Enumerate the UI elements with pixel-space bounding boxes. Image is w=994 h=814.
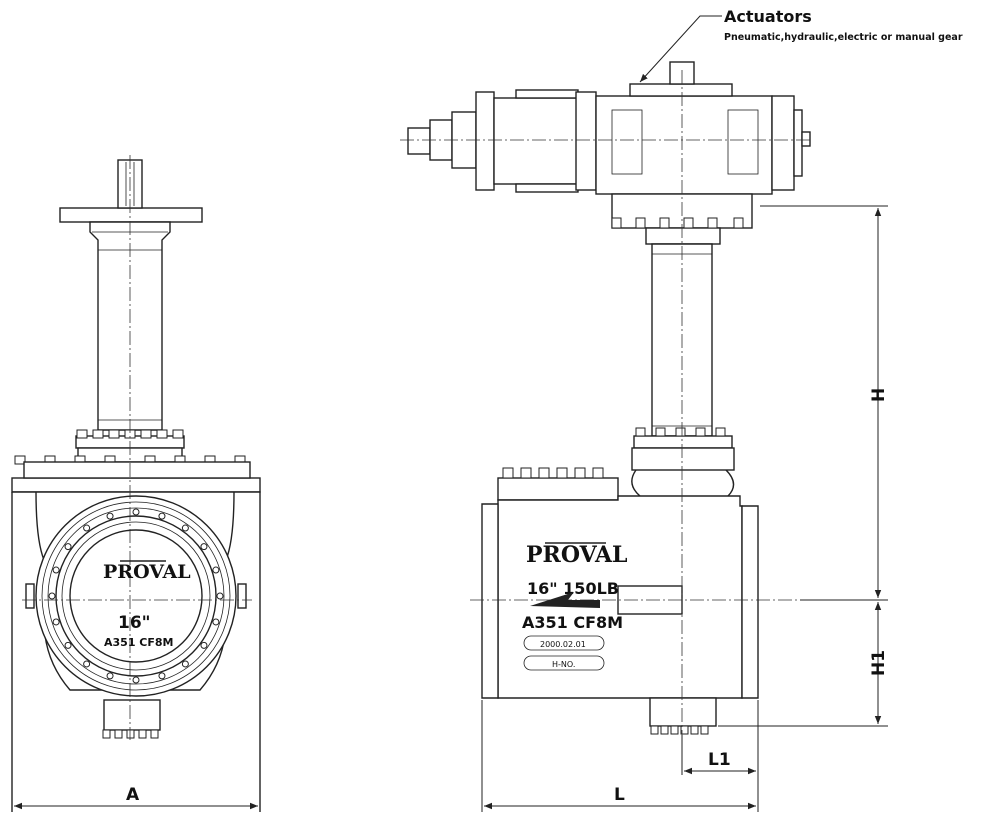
front-view: PROVAL 16" A351 CF8M A: [11, 155, 261, 812]
front-size-text: 16": [118, 613, 151, 633]
bolt: [670, 725, 679, 735]
dimension-l1-label: L1: [708, 750, 731, 770]
actuator-callout: Actuators Pneumatic,hydraulic,electric o…: [639, 7, 963, 83]
bolt: [690, 725, 699, 735]
side-material-text: A351 CF8M: [522, 613, 623, 632]
bolt: [138, 729, 147, 739]
ring-bolt: [132, 676, 140, 684]
dimension-h-label: H: [869, 388, 889, 402]
bolt: [102, 729, 111, 739]
ring-bolt: [158, 672, 166, 680]
side-dimensions: H H1 L1 L: [481, 205, 889, 812]
bolt: [502, 467, 514, 479]
actuator-end-cap: [475, 91, 495, 191]
ring-bolt: [83, 660, 91, 668]
bolt: [172, 429, 184, 439]
front-brand-text: PROVAL: [103, 561, 191, 583]
bolt: [114, 729, 123, 739]
callout-title: Actuators: [724, 7, 812, 26]
callout-subtitle: Pneumatic,hydraulic,electric or manual g…: [724, 32, 963, 43]
bolt: [660, 725, 669, 735]
front-ring-bolts: [48, 508, 224, 684]
actuator-gearbox: [595, 95, 773, 195]
ring-bolt: [106, 512, 114, 520]
dimension-h1-label: H1: [869, 650, 889, 676]
bolt: [156, 429, 168, 439]
bolt: [659, 217, 670, 229]
bolt: [611, 217, 622, 229]
front-bottom-cover: [103, 699, 161, 731]
side-view: PROVAL 16" 150LB A351 CF8M 2000.02.01 H-…: [400, 61, 830, 735]
heat-number-plate: [523, 655, 605, 671]
ring-bolt: [212, 618, 220, 626]
ring-bolt: [200, 641, 208, 649]
bolt: [574, 467, 586, 479]
ring-bolt: [52, 566, 60, 574]
ring-bolt: [181, 660, 189, 668]
bolt: [150, 729, 159, 739]
side-weld-end-right: [741, 505, 759, 699]
bolt: [556, 467, 568, 479]
bolt: [707, 217, 718, 229]
front-stem-flange: [59, 207, 203, 223]
side-brand-text: PROVAL: [526, 542, 628, 568]
side-weld-end-left: [481, 503, 499, 699]
ring-bolt: [52, 618, 60, 626]
bolt: [683, 217, 694, 229]
front-body-top-flange: [11, 477, 261, 493]
bolt: [108, 429, 120, 439]
ring-bolt: [216, 592, 224, 600]
bolt: [675, 427, 686, 437]
actuator-cylinder: [493, 97, 587, 185]
bolt: [520, 467, 532, 479]
ring-bolt: [64, 641, 72, 649]
dimension-a-label: A: [126, 785, 140, 805]
bolt: [715, 427, 726, 437]
bolt: [76, 429, 88, 439]
ring-bolt: [200, 543, 208, 551]
front-bore: [69, 529, 203, 663]
ring-bolt: [83, 524, 91, 532]
ring-bolt: [158, 512, 166, 520]
bolt: [700, 725, 709, 735]
ring-bolt: [106, 672, 114, 680]
bolt: [140, 429, 152, 439]
side-flange-bolts: [502, 217, 744, 479]
ring-bolt: [132, 508, 140, 516]
bolt: [733, 217, 744, 229]
bolt: [538, 467, 550, 479]
bolt: [592, 467, 604, 479]
front-end-flange: [35, 495, 237, 697]
side-bottom-cover: [649, 697, 717, 727]
callout-leader-line: [639, 15, 722, 83]
bolt: [635, 427, 646, 437]
front-material-text: A351 CF8M: [104, 636, 174, 649]
date-plate: [523, 635, 605, 651]
bolt: [655, 427, 666, 437]
bolt: [92, 429, 104, 439]
heat-number-text: H-NO.: [552, 660, 575, 669]
flow-direction-arrow: [530, 592, 600, 608]
dimension-l-label: L: [614, 785, 625, 805]
bolt: [650, 725, 659, 735]
bolt: [635, 217, 646, 229]
ring-bolt: [48, 592, 56, 600]
side-body-top-flange: [497, 477, 619, 501]
ring-bolt: [64, 543, 72, 551]
bolt: [680, 725, 689, 735]
bolt: [126, 729, 135, 739]
ring-bolt: [181, 524, 189, 532]
bolt: [695, 427, 706, 437]
date-plate-text: 2000.02.01: [540, 640, 586, 649]
ring-bolt: [212, 566, 220, 574]
bolt: [14, 455, 26, 465]
side-rating-text: 16" 150LB: [527, 579, 619, 598]
